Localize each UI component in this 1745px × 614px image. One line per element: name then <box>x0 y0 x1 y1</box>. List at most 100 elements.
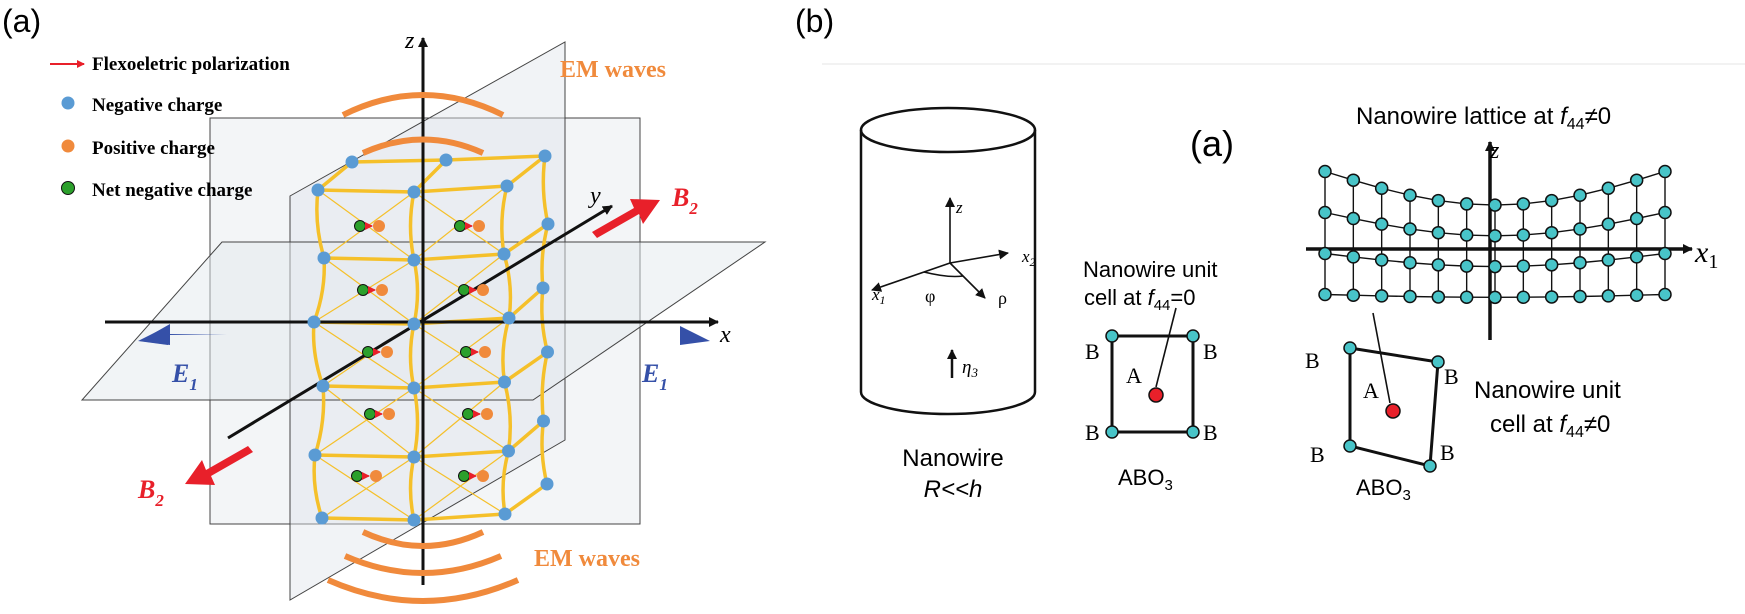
legend-item-flexoelectric: Flexoeletric polarization <box>50 54 290 75</box>
lattice-edge <box>412 387 420 458</box>
negative-charge <box>315 511 329 525</box>
negative-charge <box>311 183 325 197</box>
lattice-brace <box>413 450 510 521</box>
lattice-edge <box>316 160 354 192</box>
cyl-x1-label: x1 <box>871 285 886 307</box>
negative-charge <box>498 507 512 521</box>
cell-b-tr: B <box>1203 339 1218 364</box>
legend-item-net-negative: Net negative charge <box>61 180 252 201</box>
lattice-node <box>1488 229 1502 243</box>
legend: Flexoeletric polarization Negative charg… <box>50 54 290 201</box>
net-negative-charge <box>458 470 470 482</box>
lattice-brace <box>413 323 506 383</box>
em-waves-top-label: EM waves <box>560 57 666 83</box>
y-axis-label: y <box>588 183 601 209</box>
lattice-node <box>1403 255 1417 270</box>
cell-formula: ABO3 <box>1118 465 1173 494</box>
negative-charge <box>497 247 511 261</box>
positive-charge <box>373 220 385 232</box>
negative-charge <box>502 444 515 458</box>
lattice-node <box>1516 259 1531 273</box>
lattice-node <box>1374 253 1389 267</box>
dcell-b-bl: B <box>1310 442 1325 467</box>
panel-b-label: (b) <box>795 3 834 39</box>
negative-charge <box>407 253 421 267</box>
b2-label-lower: B2 <box>137 475 164 510</box>
lattice-node <box>1374 181 1389 196</box>
svg-text:Flexoeletric polarization: Flexoeletric polarization <box>92 54 290 75</box>
lattice-node <box>1658 287 1672 302</box>
lattice-edge <box>412 252 506 262</box>
b2-arrow-upper <box>592 199 660 238</box>
lattice-brace <box>322 385 415 458</box>
negative-charge <box>316 379 330 393</box>
lattice-brace <box>314 387 415 456</box>
lattice-node <box>1488 259 1502 274</box>
lattice-node <box>1403 188 1417 202</box>
negative-charge <box>407 513 421 527</box>
lattice-edge <box>502 222 550 256</box>
lattice-brace <box>413 387 510 452</box>
lattice-node <box>1544 290 1559 304</box>
lattice-node <box>1459 228 1474 242</box>
e1-label-right: E1 <box>641 359 668 394</box>
lattice-node <box>1374 289 1389 303</box>
lattice-z-label: z <box>1489 138 1500 164</box>
negative-charge <box>307 315 321 329</box>
lattice-node <box>1374 217 1389 231</box>
lattice-edge <box>412 158 448 194</box>
svg-text:Negative charge: Negative charge <box>92 95 222 116</box>
lattice-edge <box>322 256 416 262</box>
positive-charge <box>481 408 493 420</box>
lattice-edge <box>320 516 416 522</box>
lattice-edge <box>316 188 416 194</box>
lattice-node <box>1516 290 1531 304</box>
panel-a: (a) x z y EM waves EM waves <box>2 3 767 604</box>
lattice-edge <box>507 286 545 320</box>
positive-charge <box>383 408 395 420</box>
lattice-node <box>1601 289 1616 303</box>
net-negative-charge <box>454 220 466 232</box>
negative-charge <box>407 381 421 395</box>
negative-charge <box>536 281 550 295</box>
negative-charge <box>502 311 516 325</box>
em-waves-bottom <box>326 529 520 604</box>
lattice-node <box>1601 253 1616 267</box>
cell-b-tl: B <box>1085 339 1100 364</box>
legend-item-negative: Negative charge <box>61 95 222 116</box>
cyl-condition: R<<h <box>924 476 983 503</box>
lattice-node <box>1629 211 1644 226</box>
b2-arrow-lower <box>185 446 253 485</box>
net-negative-charge <box>351 470 363 482</box>
lattice-brace <box>413 381 506 458</box>
panel-b: (b) (a) z x2 x1 φ ρ η3 Nanowire R<<h <box>795 3 1745 504</box>
lattice-node <box>1516 228 1531 242</box>
negative-charge <box>538 149 552 163</box>
lattice-edge <box>503 482 549 516</box>
e1-arrow-left-full <box>138 326 228 345</box>
positive-charge <box>477 284 489 296</box>
net-negative-charge <box>362 346 374 358</box>
lattice-node <box>1459 197 1474 211</box>
negative-charge <box>498 375 511 389</box>
cyl-rho-label: ρ <box>998 288 1007 308</box>
em-waves-bottom-label: EM waves <box>534 546 640 572</box>
lattice-node <box>1601 217 1616 231</box>
lattice-edge <box>350 158 448 164</box>
lattice-edge <box>506 419 546 453</box>
svg-text:Positive charge: Positive charge <box>92 138 215 159</box>
lattice-node <box>1346 173 1361 187</box>
panel-b-sublabel: (a) <box>1190 123 1234 164</box>
cell-title-1: Nanowire unit <box>1083 257 1218 282</box>
net-negative-charge <box>357 284 369 296</box>
lattice-brace <box>413 456 506 515</box>
lattice-node <box>1346 288 1361 302</box>
lattice-node <box>1431 225 1446 240</box>
lattice-node <box>1488 290 1502 305</box>
lattice-node <box>1318 205 1332 220</box>
cell-title-2: cell at f44=0 <box>1084 285 1196 314</box>
lattice-edge <box>412 380 507 390</box>
positive-charge <box>479 346 491 358</box>
negative-charge <box>439 153 453 167</box>
lattice-node <box>1346 250 1361 264</box>
